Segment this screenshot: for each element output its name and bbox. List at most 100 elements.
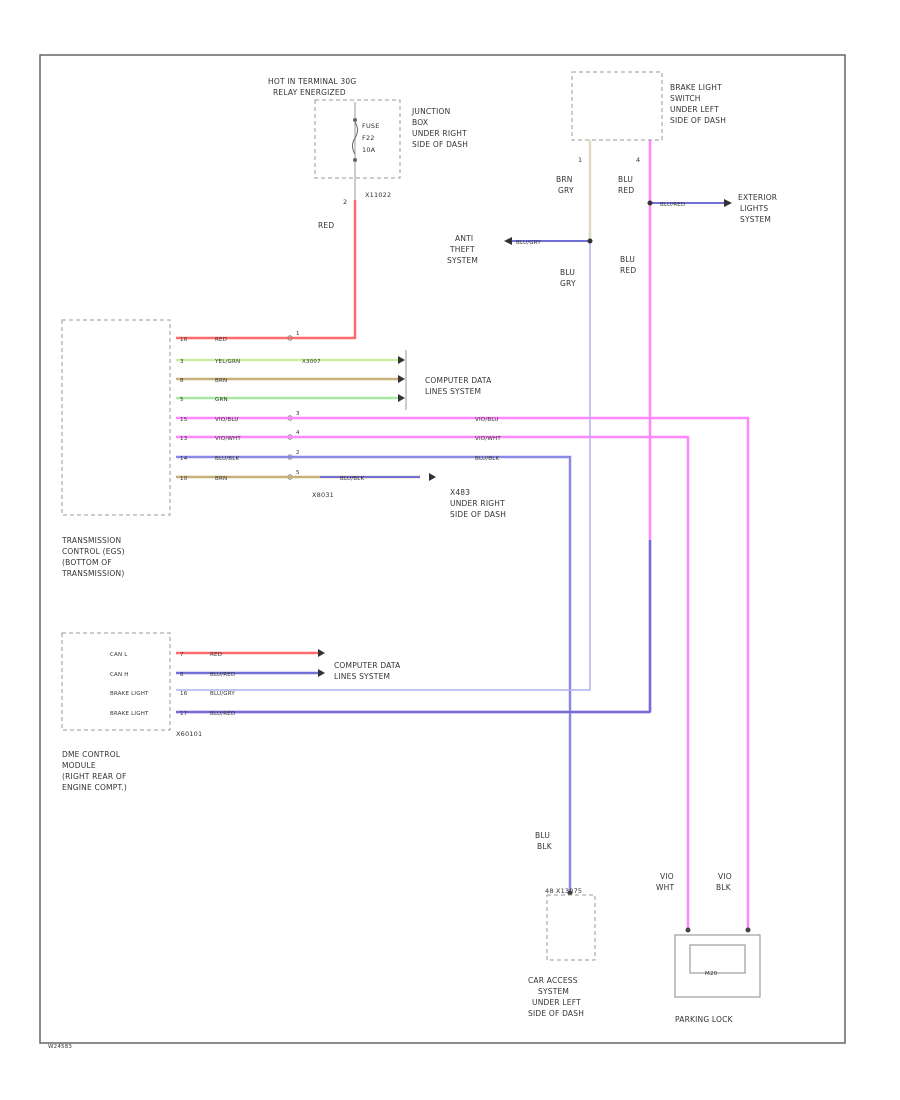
tcu-pin-7: 14 bbox=[180, 456, 188, 462]
comp-data-2-label-2: LINES SYSTEM bbox=[334, 672, 390, 681]
tcu-label-1: TRANSMISSION bbox=[61, 536, 121, 545]
tcu-mid-wire-8: BLU/BLK bbox=[340, 476, 364, 482]
tcu-mid-wire-6: VIO/WHT bbox=[475, 436, 501, 442]
dme-pin-3: 16 bbox=[180, 691, 188, 697]
exterior-label-2: LIGHTS bbox=[740, 204, 768, 213]
ground-label-3: SIDE OF DASH bbox=[450, 510, 506, 519]
tcu-wire-label-8: BRN bbox=[215, 476, 227, 482]
dme-label-3: (RIGHT REAR OF bbox=[62, 772, 126, 781]
dme-pin-1: 7 bbox=[180, 652, 184, 658]
exterior-wire: BLU/RED bbox=[660, 202, 685, 208]
tcu-inline-pin-label-5: 3 bbox=[296, 411, 300, 417]
dme-pin-2: 8 bbox=[180, 672, 184, 678]
brake-wire-left-lower-2: GRY bbox=[560, 279, 576, 288]
brake-switch-outline bbox=[571, 71, 663, 141]
brake-wire-right-lower-1: BLU bbox=[620, 255, 635, 264]
ground-label-1: X483 bbox=[450, 488, 470, 497]
brake-pin-right: 4 bbox=[636, 156, 640, 164]
tcu-inline-pin-label-7: 2 bbox=[296, 450, 300, 456]
comp-data-2-label-1: COMPUTER DATA bbox=[334, 661, 401, 670]
junction-label-1: JUNCTION bbox=[411, 107, 450, 116]
junction-label-3: UNDER RIGHT bbox=[412, 129, 467, 138]
wire-vio-blu bbox=[176, 416, 750, 930]
junction-label-2: BOX bbox=[412, 118, 428, 127]
tcu-wire-label-5: VIO/BLU bbox=[215, 417, 239, 423]
tcu-pin-5: 15 bbox=[180, 417, 188, 423]
parking-lock-label: PARKING LOCK bbox=[675, 1015, 734, 1024]
tcu-pin-6: 13 bbox=[180, 436, 188, 442]
dme-label-2: MODULE bbox=[62, 761, 96, 770]
hot-label-1: HOT IN TERMINAL 30G bbox=[268, 77, 356, 86]
junction-box-outline bbox=[314, 99, 401, 179]
car-access-label-2: SYSTEM bbox=[538, 987, 569, 996]
computer-data-lines-2: COMPUTER DATA LINES SYSTEM bbox=[334, 661, 401, 681]
tcu-pin-2: 3 bbox=[180, 359, 184, 365]
tcu-data-arrow-2 bbox=[398, 356, 405, 364]
anti-theft-label-1: ANTI bbox=[455, 234, 473, 243]
brake-pin-left: 1 bbox=[578, 156, 582, 164]
tcu-data-arrow-4 bbox=[398, 394, 405, 402]
tcu-wire-label-1: RED bbox=[215, 337, 227, 343]
tcu-wire-label-2: YEL/GRN bbox=[214, 359, 240, 365]
brake-switch-label-1: BRAKE LIGHT bbox=[670, 83, 722, 92]
dme-row-label-2: CAN H bbox=[110, 672, 129, 678]
dme-wire-label-1: RED bbox=[210, 652, 222, 658]
park-wire-left-1: VIO bbox=[660, 872, 674, 881]
dme-row-label-3: BRAKE LIGHT bbox=[110, 691, 149, 697]
wire-red-fuse bbox=[176, 200, 357, 340]
fuse-name: FUSE bbox=[362, 122, 380, 130]
parking-lock-motor bbox=[689, 944, 746, 974]
wire-blu-blk bbox=[176, 455, 572, 893]
comp-data-1-label-1: COMPUTER DATA bbox=[425, 376, 492, 385]
footer-code: W24583 bbox=[48, 1044, 72, 1050]
dme-row-label-4: BRAKE LIGHT bbox=[110, 711, 149, 717]
comp-data-1-label-2: LINES SYSTEM bbox=[425, 387, 481, 396]
tcu-inline-pin-label-8: 5 bbox=[296, 470, 300, 476]
junction-label-4: SIDE OF DASH bbox=[412, 140, 468, 149]
dme-label-4: ENGINE COMPT.) bbox=[62, 783, 127, 792]
tcu-wire-label-3: BRN bbox=[215, 378, 227, 384]
dme-can-h-arrow bbox=[318, 669, 325, 677]
parking-lock-inner: M20 bbox=[705, 971, 718, 977]
junction-box-fuse: HOT IN TERMINAL 30G RELAY ENERGIZED FUSE… bbox=[268, 77, 468, 230]
terminal-2 bbox=[745, 927, 751, 933]
fuse-rating: 10A bbox=[362, 146, 376, 154]
anti-theft-label-2: THEFT bbox=[449, 245, 475, 254]
terminal-0 bbox=[567, 890, 573, 896]
park-wire-right-1: VIO bbox=[718, 872, 732, 881]
ground-arrow bbox=[429, 473, 436, 481]
car-access-label-1: CAR ACCESS bbox=[528, 976, 578, 985]
dme-pin-4: 17 bbox=[180, 711, 188, 717]
anti-theft-wire: BLU/GRY bbox=[516, 240, 541, 246]
brake-wire-left-1: BRN bbox=[556, 175, 573, 184]
tcu-label-2: CONTROL (EGS) bbox=[62, 547, 125, 556]
exterior-label-3: SYSTEM bbox=[740, 215, 771, 224]
ground-x483: X483 UNDER RIGHT SIDE OF DASH X8031 bbox=[312, 488, 506, 519]
dme-conn: X60101 bbox=[176, 730, 202, 738]
dme-wire-label-4: BLU/RED bbox=[210, 711, 235, 717]
car-access-system: BLU BLK 48 X13075 CAR ACCESS SYSTEM UNDE… bbox=[528, 831, 596, 1018]
tcu-pin-1: 16 bbox=[180, 337, 188, 343]
tcu-pin-4: 5 bbox=[180, 397, 184, 403]
wire-vio-wht bbox=[176, 435, 690, 930]
fuse-wire-label: RED bbox=[318, 221, 334, 230]
dme-outline bbox=[61, 632, 171, 731]
car-access-label-4: SIDE OF DASH bbox=[528, 1009, 584, 1018]
tcu-inline-pin-1 bbox=[287, 335, 293, 341]
brake-switch-label-2: SWITCH bbox=[670, 94, 701, 103]
park-wire-left-2: WHT bbox=[656, 883, 674, 892]
park-wire-right-2: BLK bbox=[716, 883, 732, 892]
car-access-wire-1: BLU bbox=[535, 831, 550, 840]
exterior-arrow bbox=[724, 199, 732, 207]
dme-wire-label-2: BLU/RED bbox=[210, 672, 235, 678]
brake-wire-right-2: RED bbox=[618, 186, 634, 195]
exterior-label-1: EXTERIOR bbox=[738, 193, 777, 202]
tcu-mid-wire-5: VIO/BLU bbox=[475, 417, 499, 423]
wire-brake-vio bbox=[176, 140, 652, 714]
fuse-id: F22 bbox=[362, 134, 375, 142]
tcu-mid-wire-2: X3007 bbox=[302, 359, 321, 365]
dme-label-1: DME CONTROL bbox=[62, 750, 121, 759]
diagram-frame bbox=[39, 54, 846, 1044]
fuse-symbol bbox=[352, 121, 358, 155]
